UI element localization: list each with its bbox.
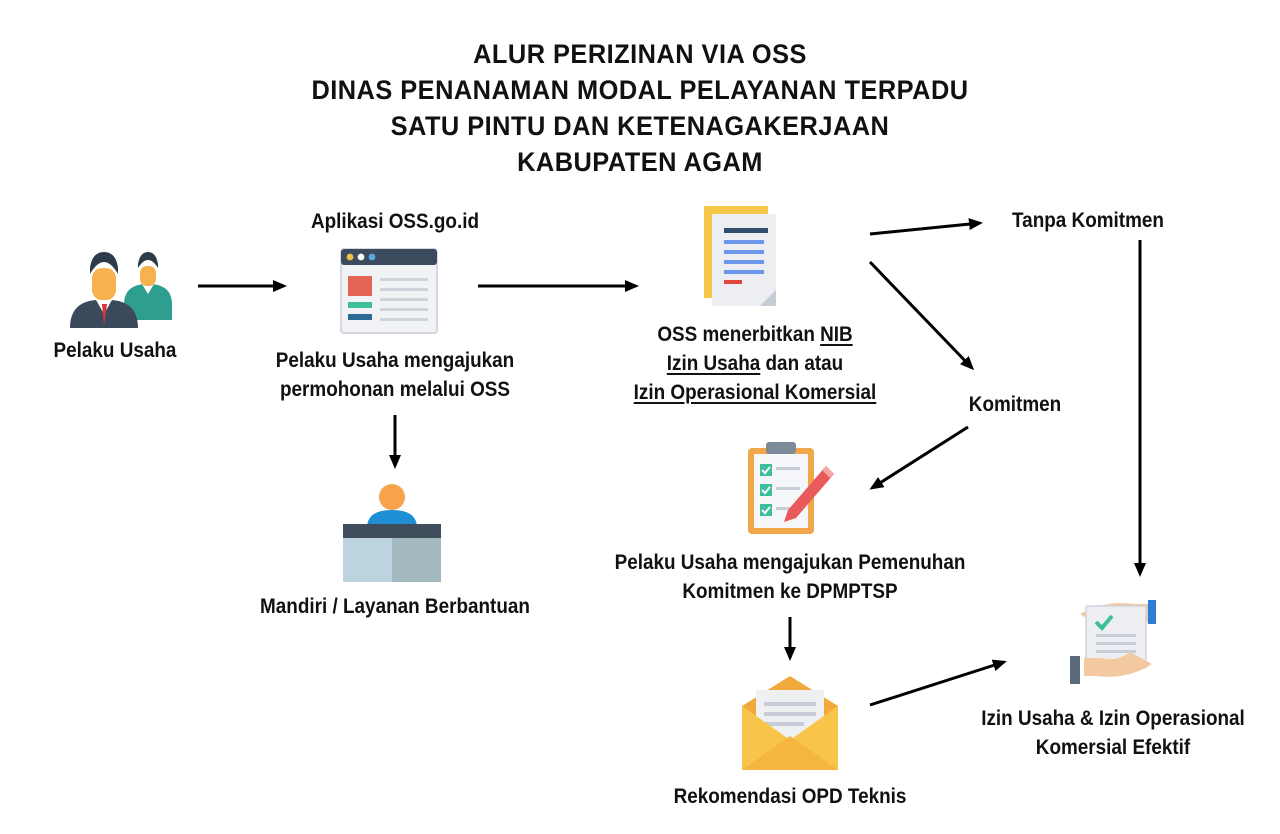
arrow-komitmen-to-pemenuhan bbox=[869, 425, 969, 490]
izin-operasional-text: Izin Operasional Komersial bbox=[633, 381, 877, 404]
title-line-3: SATU PINTU DAN KETENAGAKERJAAN bbox=[390, 111, 890, 141]
label-efektif-line1: Izin Usaha & Izin Operasional bbox=[981, 707, 1245, 730]
label-oss-terbit-line3: Izin Operasional Komersial bbox=[598, 378, 913, 407]
label-pengajuan: Pelaku Usaha mengajukan permohonan melal… bbox=[247, 346, 544, 404]
title-line-4: KABUPATEN AGAM bbox=[517, 147, 763, 177]
label-oss-terbit: OSS menerbitkan NIB Izin Usaha dan atau … bbox=[598, 320, 913, 407]
handover-document-icon bbox=[1062, 594, 1172, 693]
document-icon bbox=[704, 206, 784, 315]
label-pengajuan-line2: permohonan melalui OSS bbox=[279, 378, 511, 401]
title-line-2: DINAS PENANAMAN MODAL PELAYANAN TERPADU bbox=[311, 75, 969, 105]
label-mandiri: Mandiri / Layanan Berbantuan bbox=[260, 595, 530, 618]
label-tanpa-komitmen: Tanpa Komitmen bbox=[1012, 209, 1164, 232]
dan-atau-text: dan atau bbox=[760, 352, 844, 375]
label-pemenuhan-line2: Komitmen ke DPMPTSP bbox=[682, 580, 898, 603]
arrow-terbit-to-tanpa-komitmen bbox=[869, 218, 983, 236]
izin-usaha-text: Izin Usaha bbox=[666, 352, 761, 375]
envelope-icon bbox=[742, 676, 838, 777]
label-oss-terbit-line2: Izin Usaha dan atau bbox=[598, 349, 913, 378]
label-pelaku-usaha: Pelaku Usaha bbox=[53, 339, 177, 362]
oss-terbit-prefix: OSS menerbitkan bbox=[657, 323, 821, 346]
nib-text: NIB bbox=[820, 323, 853, 346]
label-rekomendasi: Rekomendasi OPD Teknis bbox=[673, 785, 907, 808]
checklist-clipboard-icon bbox=[746, 440, 836, 541]
arrow-terbit-to-komitmen bbox=[868, 260, 975, 371]
service-desk-icon bbox=[342, 482, 442, 589]
label-komitmen: Komitmen bbox=[968, 393, 1062, 416]
diagram-title: ALUR PERIZINAN VIA OSS DINAS PENANAMAN M… bbox=[38, 36, 1241, 180]
business-people-icon bbox=[62, 244, 174, 333]
label-pemenuhan-line1: Pelaku Usaha mengajukan Pemenuhan bbox=[614, 551, 966, 574]
label-efektif: Izin Usaha & Izin Operasional Komersial … bbox=[975, 704, 1250, 762]
label-aplikasi-oss: Aplikasi OSS.go.id bbox=[310, 210, 480, 233]
label-pengajuan-line1: Pelaku Usaha mengajukan bbox=[275, 349, 515, 372]
title-line-1: ALUR PERIZINAN VIA OSS bbox=[473, 39, 807, 69]
label-pemenuhan: Pelaku Usaha mengajukan Pemenuhan Komitm… bbox=[610, 548, 970, 606]
label-efektif-line2: Komersial Efektif bbox=[1035, 736, 1191, 759]
label-oss-terbit-line1: OSS menerbitkan NIB bbox=[598, 320, 913, 349]
browser-window-icon bbox=[340, 248, 438, 339]
arrow-rekomendasi-to-efektif bbox=[869, 659, 1007, 707]
